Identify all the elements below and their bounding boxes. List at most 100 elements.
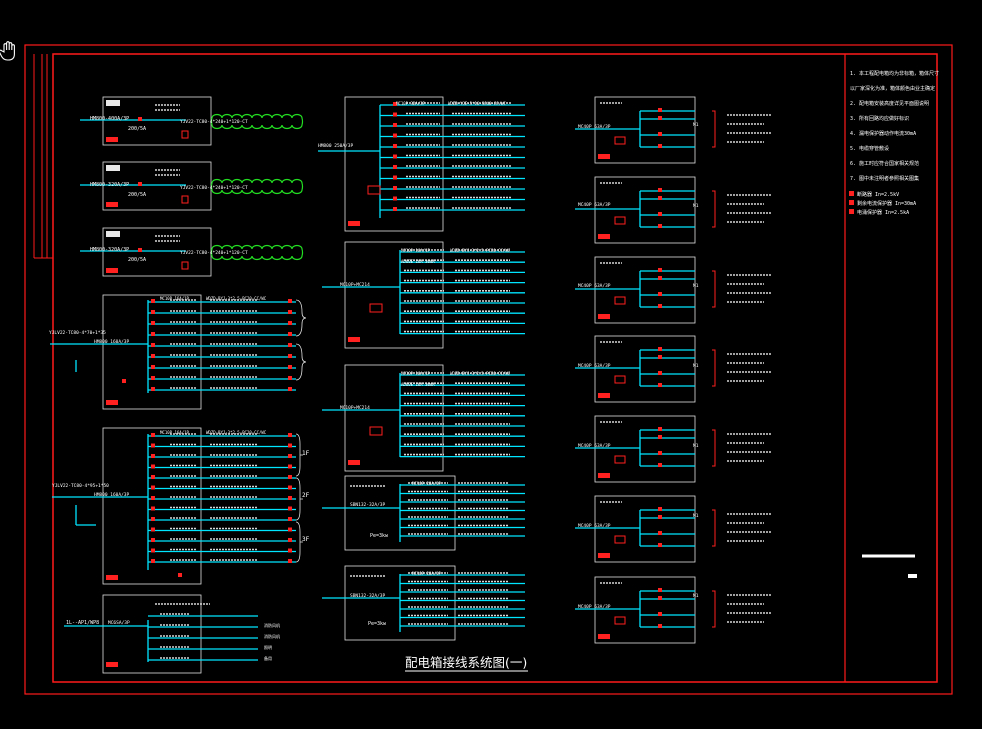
right4-breaker-2: [658, 355, 662, 359]
meter1-breaker: [138, 117, 142, 121]
mid2-box: [344, 364, 444, 472]
panel2-breaker-1: [151, 433, 155, 437]
low2-box: [344, 565, 456, 641]
meter2-cable-label: YJV22-TC80-4*240+1*120-CT: [180, 185, 248, 191]
legend-item-3: 电涌保护器 In=2.5kA: [857, 209, 909, 216]
note-line-2: 以厂家深化为准，箱体颜色由业主确定: [850, 85, 935, 92]
meter3-meter: [181, 261, 189, 270]
panel1-breaker-5: [151, 343, 155, 347]
panel2-breaker-7: [151, 496, 155, 500]
meter2-breaker-label: 200/5A: [128, 192, 146, 198]
meter1-breaker-label: 200/5A: [128, 126, 146, 132]
panel1-box: [102, 294, 202, 410]
legend-swatch-1: [849, 191, 854, 196]
mid2-rcd-label: AD60E 16A 30mA: [401, 382, 435, 387]
mid1-rcd-label: AD60E 16A 30mA: [401, 259, 435, 264]
meter1-incoming-label: HM800-400A/3P: [90, 116, 129, 122]
meter2-title-block: [106, 165, 120, 171]
mid2-meter: [369, 426, 383, 436]
mid1-meter: [369, 303, 383, 313]
legend-item-1: 断路器 In=2.5kV: [857, 191, 899, 198]
right4-breaker-4: [658, 383, 662, 387]
right2-meter: [614, 216, 626, 225]
right4-breaker-1: [658, 347, 662, 351]
mid-top-breaker-1: [393, 102, 397, 106]
right1-bracket: [712, 110, 716, 148]
meter1-title-block: [106, 100, 120, 106]
panel3-main-label: MC6SA/3P: [108, 620, 130, 626]
panel2-end-mark-3: [288, 454, 292, 458]
right3-breaker-2: [658, 276, 662, 280]
right3-meter: [614, 296, 626, 305]
panel2-breaker-11: [151, 538, 155, 542]
meter3-cable-cloud: [210, 244, 304, 261]
panel2-spd: [178, 573, 182, 577]
right4-bracket: [712, 349, 716, 387]
meter2-meter: [181, 195, 189, 204]
meter2-incoming-label: HM800-320A/3P: [90, 182, 129, 188]
note-line-4: 3. 所有回路均应做好标识: [850, 115, 909, 122]
mid-top-breaker-7: [393, 165, 397, 169]
right5-breaker-1: [658, 427, 662, 431]
panel3-load-4: 备用: [264, 655, 272, 661]
outer-frame: [24, 44, 953, 695]
right5-meter: [614, 455, 626, 464]
right7-main-label: MC40P 63A/3P: [578, 604, 611, 610]
right1-breaker-3: [658, 132, 662, 136]
mid-top-breaker-5: [393, 144, 397, 148]
panel2-end-mark-13: [288, 559, 292, 563]
panel2-breaker-3: [151, 454, 155, 458]
meter3-id-tag: [106, 268, 118, 273]
mid2-cable-label: WDZD-BYJ-3*2.5-PC20-CC/WC: [450, 371, 511, 376]
right3-main-label: MC40P 63A/3P: [578, 283, 611, 289]
right3-bracket: [712, 270, 716, 308]
low1-power-label: Pe=3kw: [370, 533, 389, 539]
panel1-spd: [122, 379, 126, 383]
right4-main-label: MC40P 63A/3P: [578, 363, 611, 369]
panel1-feeder-label: YJLV22-TC80-4*70+1*35: [49, 330, 106, 336]
right2-main-label: MC40P 63A/3P: [578, 202, 611, 208]
right3-breaker-3: [658, 292, 662, 296]
right2-breaker-4: [658, 224, 662, 228]
floor-label-2f: 2F: [302, 492, 310, 499]
mid2-main-label: MC10P+MC214: [340, 405, 370, 411]
panel1-end-mark-6: [288, 354, 292, 358]
right3-breaker-1: [658, 268, 662, 272]
legend-item-2: 剩余电流保护器 In=30mA: [857, 200, 916, 207]
low1-mcb-label: MC10P 20A/1P: [412, 481, 441, 486]
panel2-id-tag: [106, 575, 118, 580]
low1-incoming-label: SBN132-32A/3P: [350, 502, 386, 508]
right3-note: M1: [693, 283, 699, 289]
legend-swatch-3: [849, 209, 854, 214]
pan-hand-icon[interactable]: [0, 40, 18, 62]
panel2-box: [102, 427, 202, 585]
panel1-end-mark-7: [288, 365, 292, 369]
panel1-end-mark-3: [288, 321, 292, 325]
floor-label-1f: 1F: [302, 450, 310, 457]
right6-bracket: [712, 509, 716, 547]
right4-meter: [614, 375, 626, 384]
meter3-incoming-label: HM800-320A/3P: [90, 247, 129, 253]
meter2-breaker: [138, 182, 142, 186]
note-line-5: 4. 漏电保护器动作电流30mA: [850, 130, 916, 137]
right1-box: [594, 96, 696, 164]
right7-breaker-2: [658, 596, 662, 600]
meter1-meter: [181, 130, 189, 139]
right6-box: [594, 495, 696, 563]
meter2-cable-cloud: [210, 178, 304, 195]
panel2-end-mark-2: [288, 443, 292, 448]
panel2-brace-3: [295, 521, 303, 563]
mid1-mcb-label: MC10P 16A/1P: [401, 248, 430, 253]
right5-box: [594, 415, 696, 483]
panel3-load-1: 消防风机: [264, 622, 280, 628]
drawing-title: 配电箱接线系统图(一): [405, 655, 527, 670]
right2-breaker-2: [658, 196, 662, 200]
right6-breaker-3: [658, 531, 662, 535]
right4-id-tag: [598, 393, 610, 398]
right2-bracket: [712, 190, 716, 228]
right1-breaker-4: [658, 144, 662, 148]
floor-label-3f: 3F: [302, 536, 310, 543]
panel2-mcb-label: MC10P 16A/1P: [160, 430, 189, 435]
mid2-id-tag: [348, 460, 360, 465]
meter3-breaker: [138, 248, 142, 252]
